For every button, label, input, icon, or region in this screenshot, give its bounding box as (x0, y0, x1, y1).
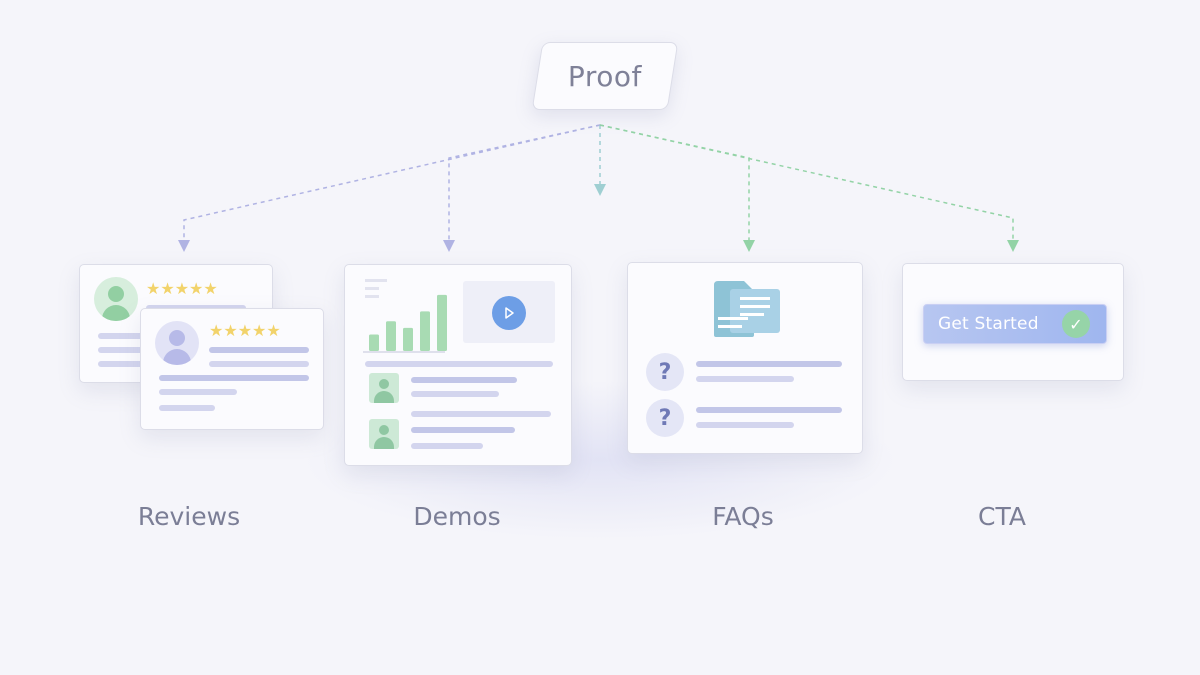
check-icon: ✓ (1062, 310, 1090, 338)
text-line-placeholder (159, 375, 309, 381)
cta-card: Get Started ✓ (902, 263, 1124, 381)
document-icon (714, 281, 780, 337)
question-icon: ? (646, 353, 684, 391)
play-icon (492, 296, 526, 330)
avatar-icon (155, 321, 199, 365)
proof-node: Proof (531, 42, 679, 110)
text-line-placeholder (696, 422, 794, 428)
connector-faqs (599, 124, 755, 252)
text-line-placeholder (411, 427, 515, 433)
user-thumbnail-icon (369, 419, 399, 449)
text-line-placeholder (411, 443, 483, 449)
chart-bar (369, 334, 379, 351)
chart-bar (403, 327, 413, 351)
text-line-placeholder (98, 361, 158, 367)
chart-bar (386, 321, 396, 351)
get-started-button[interactable]: Get Started ✓ (923, 304, 1107, 344)
star-rating-icon: ★★★★★ (146, 279, 218, 298)
label-faqs: FAQs (712, 502, 774, 531)
video-thumbnail (463, 281, 555, 343)
text-line-placeholder (159, 405, 215, 411)
demo-card (344, 264, 572, 466)
user-thumbnail-icon (369, 373, 399, 403)
chart-bar (437, 294, 447, 351)
chart-baseline (363, 351, 445, 353)
label-cta: CTA (978, 502, 1026, 531)
faq-card: ? ? (627, 262, 863, 454)
star-rating-icon: ★★★★★ (209, 321, 281, 340)
connector-reviews (178, 124, 601, 252)
avatar-icon (94, 277, 138, 321)
text-line-placeholder (209, 361, 309, 367)
chart-legend-line (365, 295, 379, 298)
chart-legend-line (365, 279, 387, 282)
text-line-placeholder (98, 347, 158, 353)
connector-demos (443, 124, 601, 252)
bar-chart-icon (363, 279, 447, 353)
text-line-placeholder (411, 377, 517, 383)
get-started-label: Get Started (938, 314, 1039, 334)
connector-cta (599, 124, 1019, 252)
text-line-placeholder (696, 361, 842, 367)
review-card-front: ★★★★★ (140, 308, 324, 430)
label-demos: Demos (413, 502, 501, 531)
text-line-placeholder (365, 361, 553, 367)
chart-bar (420, 311, 430, 351)
chart-legend-line (365, 287, 379, 290)
text-line-placeholder (209, 347, 309, 353)
proof-label: Proof (568, 59, 642, 93)
question-icon: ? (646, 399, 684, 437)
text-line-placeholder (411, 411, 551, 417)
text-line-placeholder (696, 376, 794, 382)
text-line-placeholder (98, 333, 158, 339)
label-reviews: Reviews (137, 502, 241, 531)
text-line-placeholder (411, 391, 499, 397)
text-line-placeholder (159, 389, 237, 395)
text-line-placeholder (696, 407, 842, 413)
